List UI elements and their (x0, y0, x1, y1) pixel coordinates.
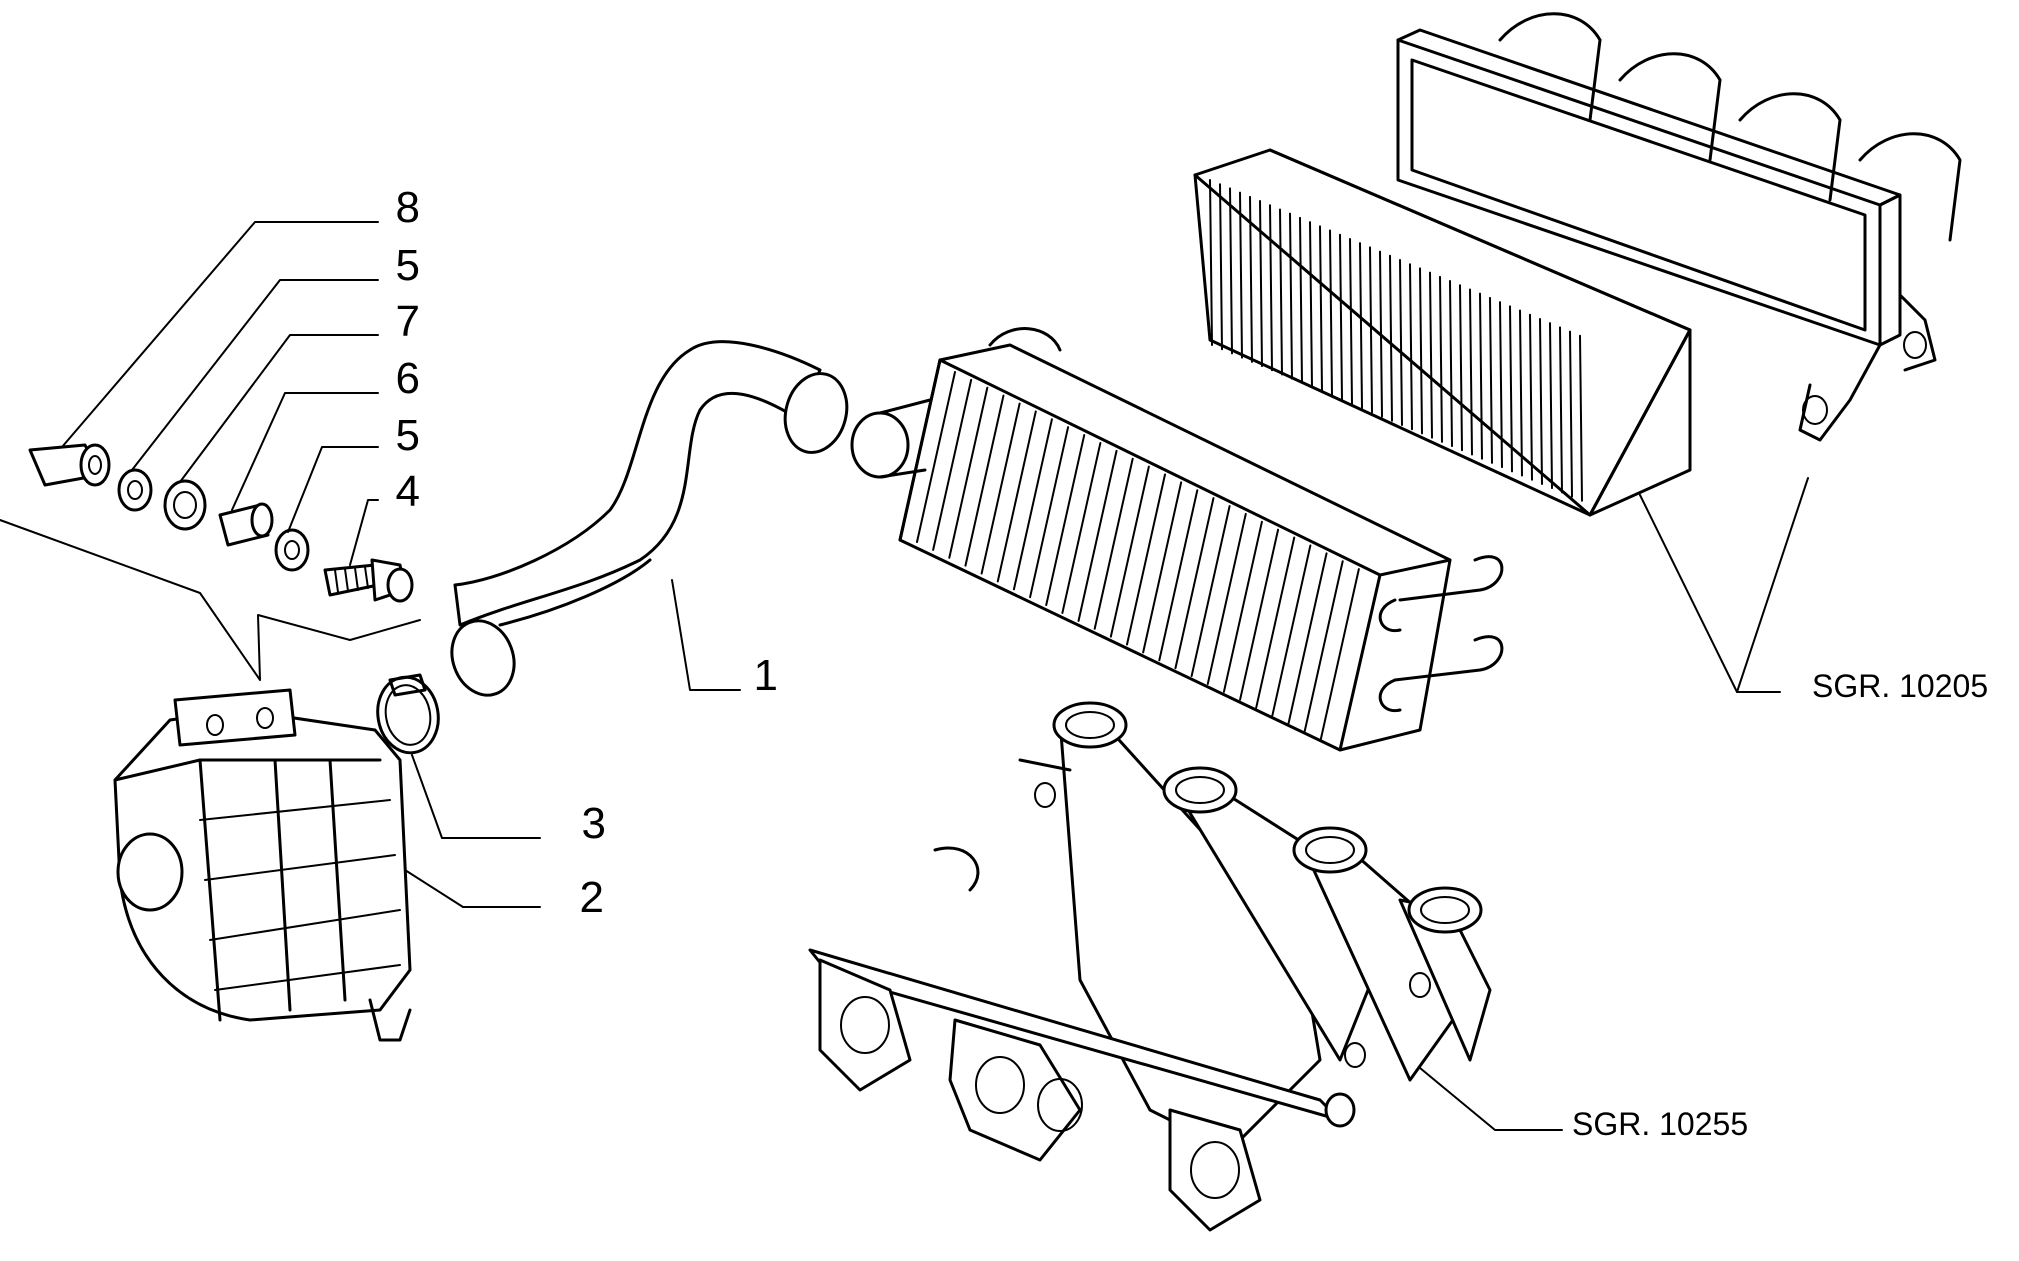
grommet-7 (163, 479, 207, 531)
callout-label-2: 2 (580, 873, 604, 922)
air-filter-element (1193, 148, 1692, 517)
hose-clamp (376, 673, 440, 755)
callout-label-8: 8 (396, 183, 420, 232)
callout-label-7: 7 (396, 297, 420, 346)
resonator-box (113, 688, 412, 1042)
callout-label-3: 3 (582, 799, 606, 848)
reference-label-sgr-10255: SGR. 10255 (1572, 1106, 1748, 1142)
air-filter-housing-top (1396, 12, 1962, 442)
callout-label-5: 5 (396, 241, 420, 290)
reference-label-sgr-10205: SGR. 10205 (1812, 668, 1988, 704)
resonator-ribs (916, 371, 1360, 741)
leader-lines (0, 221, 1809, 1131)
fitting-8 (28, 443, 111, 487)
washer-5a (117, 468, 153, 512)
intake-manifold (808, 701, 1492, 1232)
callout-labels: 8 5 7 6 5 4 1 3 2 SGR. 10205 SGR. 10255 (396, 183, 1989, 1142)
bolt-4 (323, 558, 414, 603)
callout-label-5: 5 (396, 411, 420, 460)
intake-hose (450, 340, 849, 697)
callout-label-4: 4 (396, 467, 420, 516)
callout-label-1: 1 (754, 651, 778, 700)
washer-5b (274, 528, 310, 572)
callout-label-6: 6 (396, 354, 420, 403)
spacer-6 (218, 502, 274, 547)
filter-pleats (1209, 179, 1583, 502)
intake-resonator (850, 327, 1504, 752)
